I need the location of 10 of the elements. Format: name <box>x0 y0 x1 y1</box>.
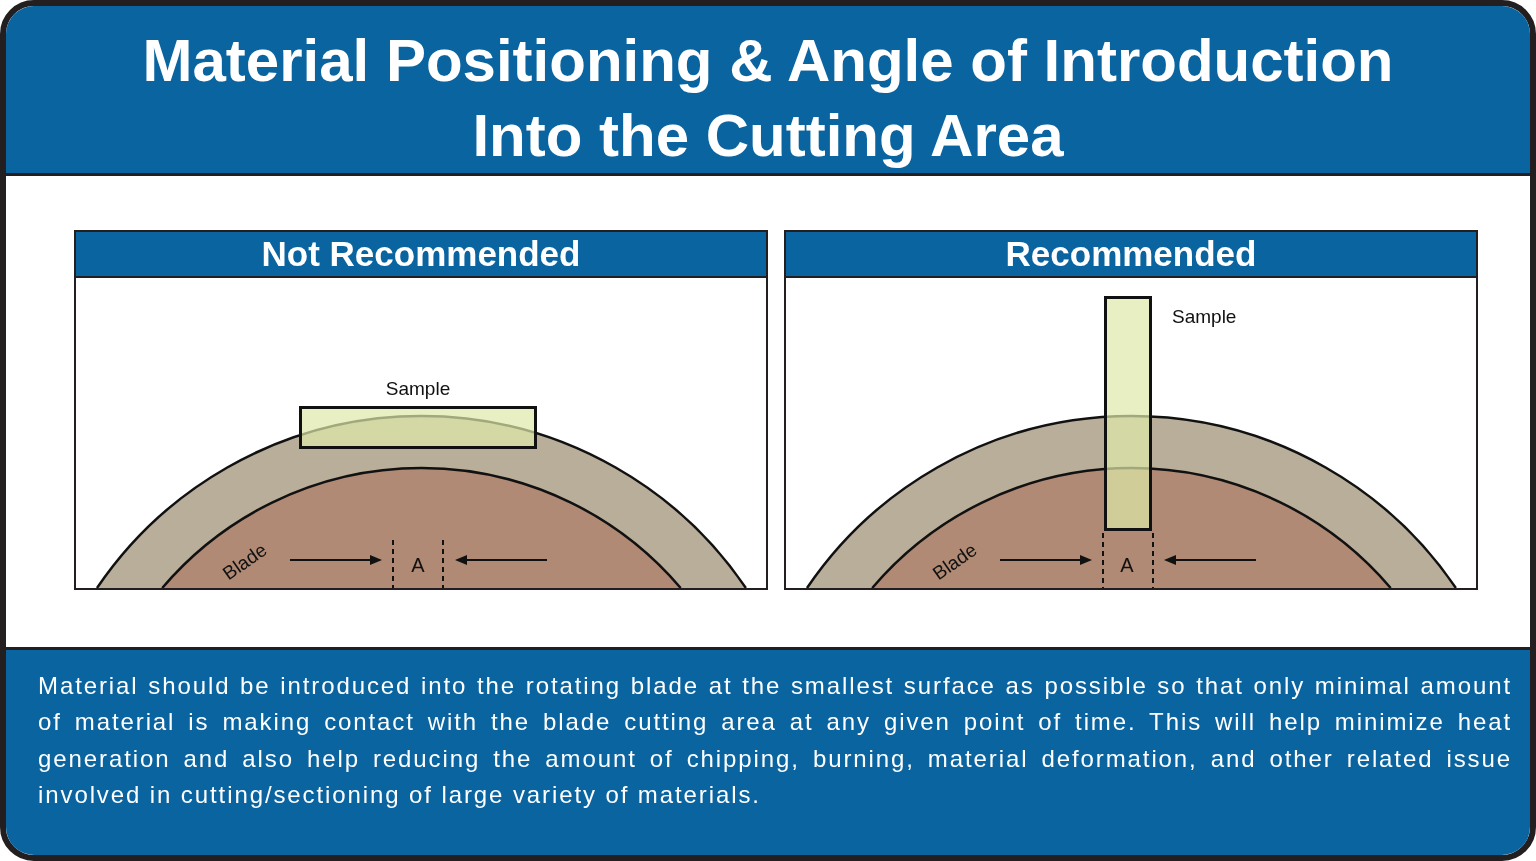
panel <box>74 230 768 590</box>
panel-heading: Recommended <box>1005 234 1257 274</box>
cut-width-label: A <box>1120 554 1134 576</box>
cut-width-label: A <box>411 554 425 576</box>
panel-heading: Not Recommended <box>261 234 581 274</box>
title: Material Positioning & Angle of Introduction Into the Cutting Area <box>141 26 1395 171</box>
caption: Material should be introduced into the rotating blade at the smallest surface as possible so that only minimal amount of material is making contact with the blade cutting area at any given point of time. This will help minimize heat generation and also help reducing the amount of chipping, burning, material deformation, and other related issue involved in cutting/sectioning of large variety of materials. <box>38 671 1512 810</box>
sample-label: Sample <box>385 378 451 400</box>
sample-label: Sample <box>1172 306 1237 328</box>
panel <box>784 230 1478 590</box>
